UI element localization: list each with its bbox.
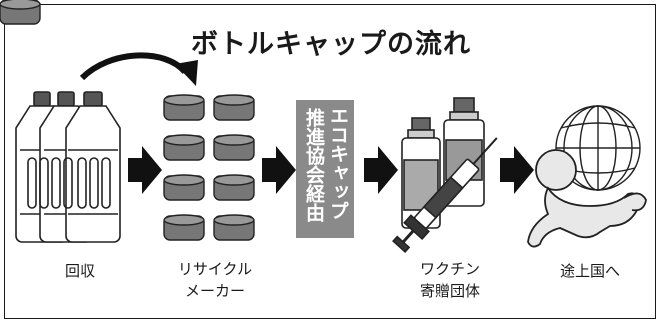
label-recycle-maker: リサイクル メーカー xyxy=(155,258,275,302)
label-recycle-line1: リサイクル xyxy=(177,260,253,278)
diagram-title: ボトルキャップの流れ xyxy=(191,29,471,60)
curved-arrow-head-icon xyxy=(175,60,198,86)
arrow-right-icon xyxy=(500,146,534,194)
label-collection: 回収 xyxy=(40,260,120,282)
badge-text-via-association: 推進協会経由 xyxy=(303,108,325,222)
baby-icon xyxy=(527,149,647,248)
label-collection-text: 回収 xyxy=(64,262,95,280)
label-recycle-line2: メーカー xyxy=(184,282,245,300)
eco-cap-association-badge: エコキャップ 推進協会経由 xyxy=(296,100,354,238)
label-developing-countries: 途上国へ xyxy=(535,260,645,282)
pet-bottles-icon xyxy=(15,91,121,243)
badge-text-eco-cap: エコキャップ xyxy=(327,106,349,220)
label-developing-text: 途上国へ xyxy=(559,262,620,280)
bottle-caps-icon xyxy=(0,0,255,241)
arrow-right-icon xyxy=(128,146,162,194)
vaccine-icon xyxy=(392,97,498,253)
label-vaccine-line2: 寄贈団体 xyxy=(419,282,480,300)
globe-icon xyxy=(555,105,641,191)
arrow-right-icon xyxy=(364,146,398,194)
label-vaccine-donor: ワクチン 寄贈団体 xyxy=(390,258,510,302)
arrow-right-icon xyxy=(262,146,296,194)
label-vaccine-line1: ワクチン xyxy=(419,260,480,278)
